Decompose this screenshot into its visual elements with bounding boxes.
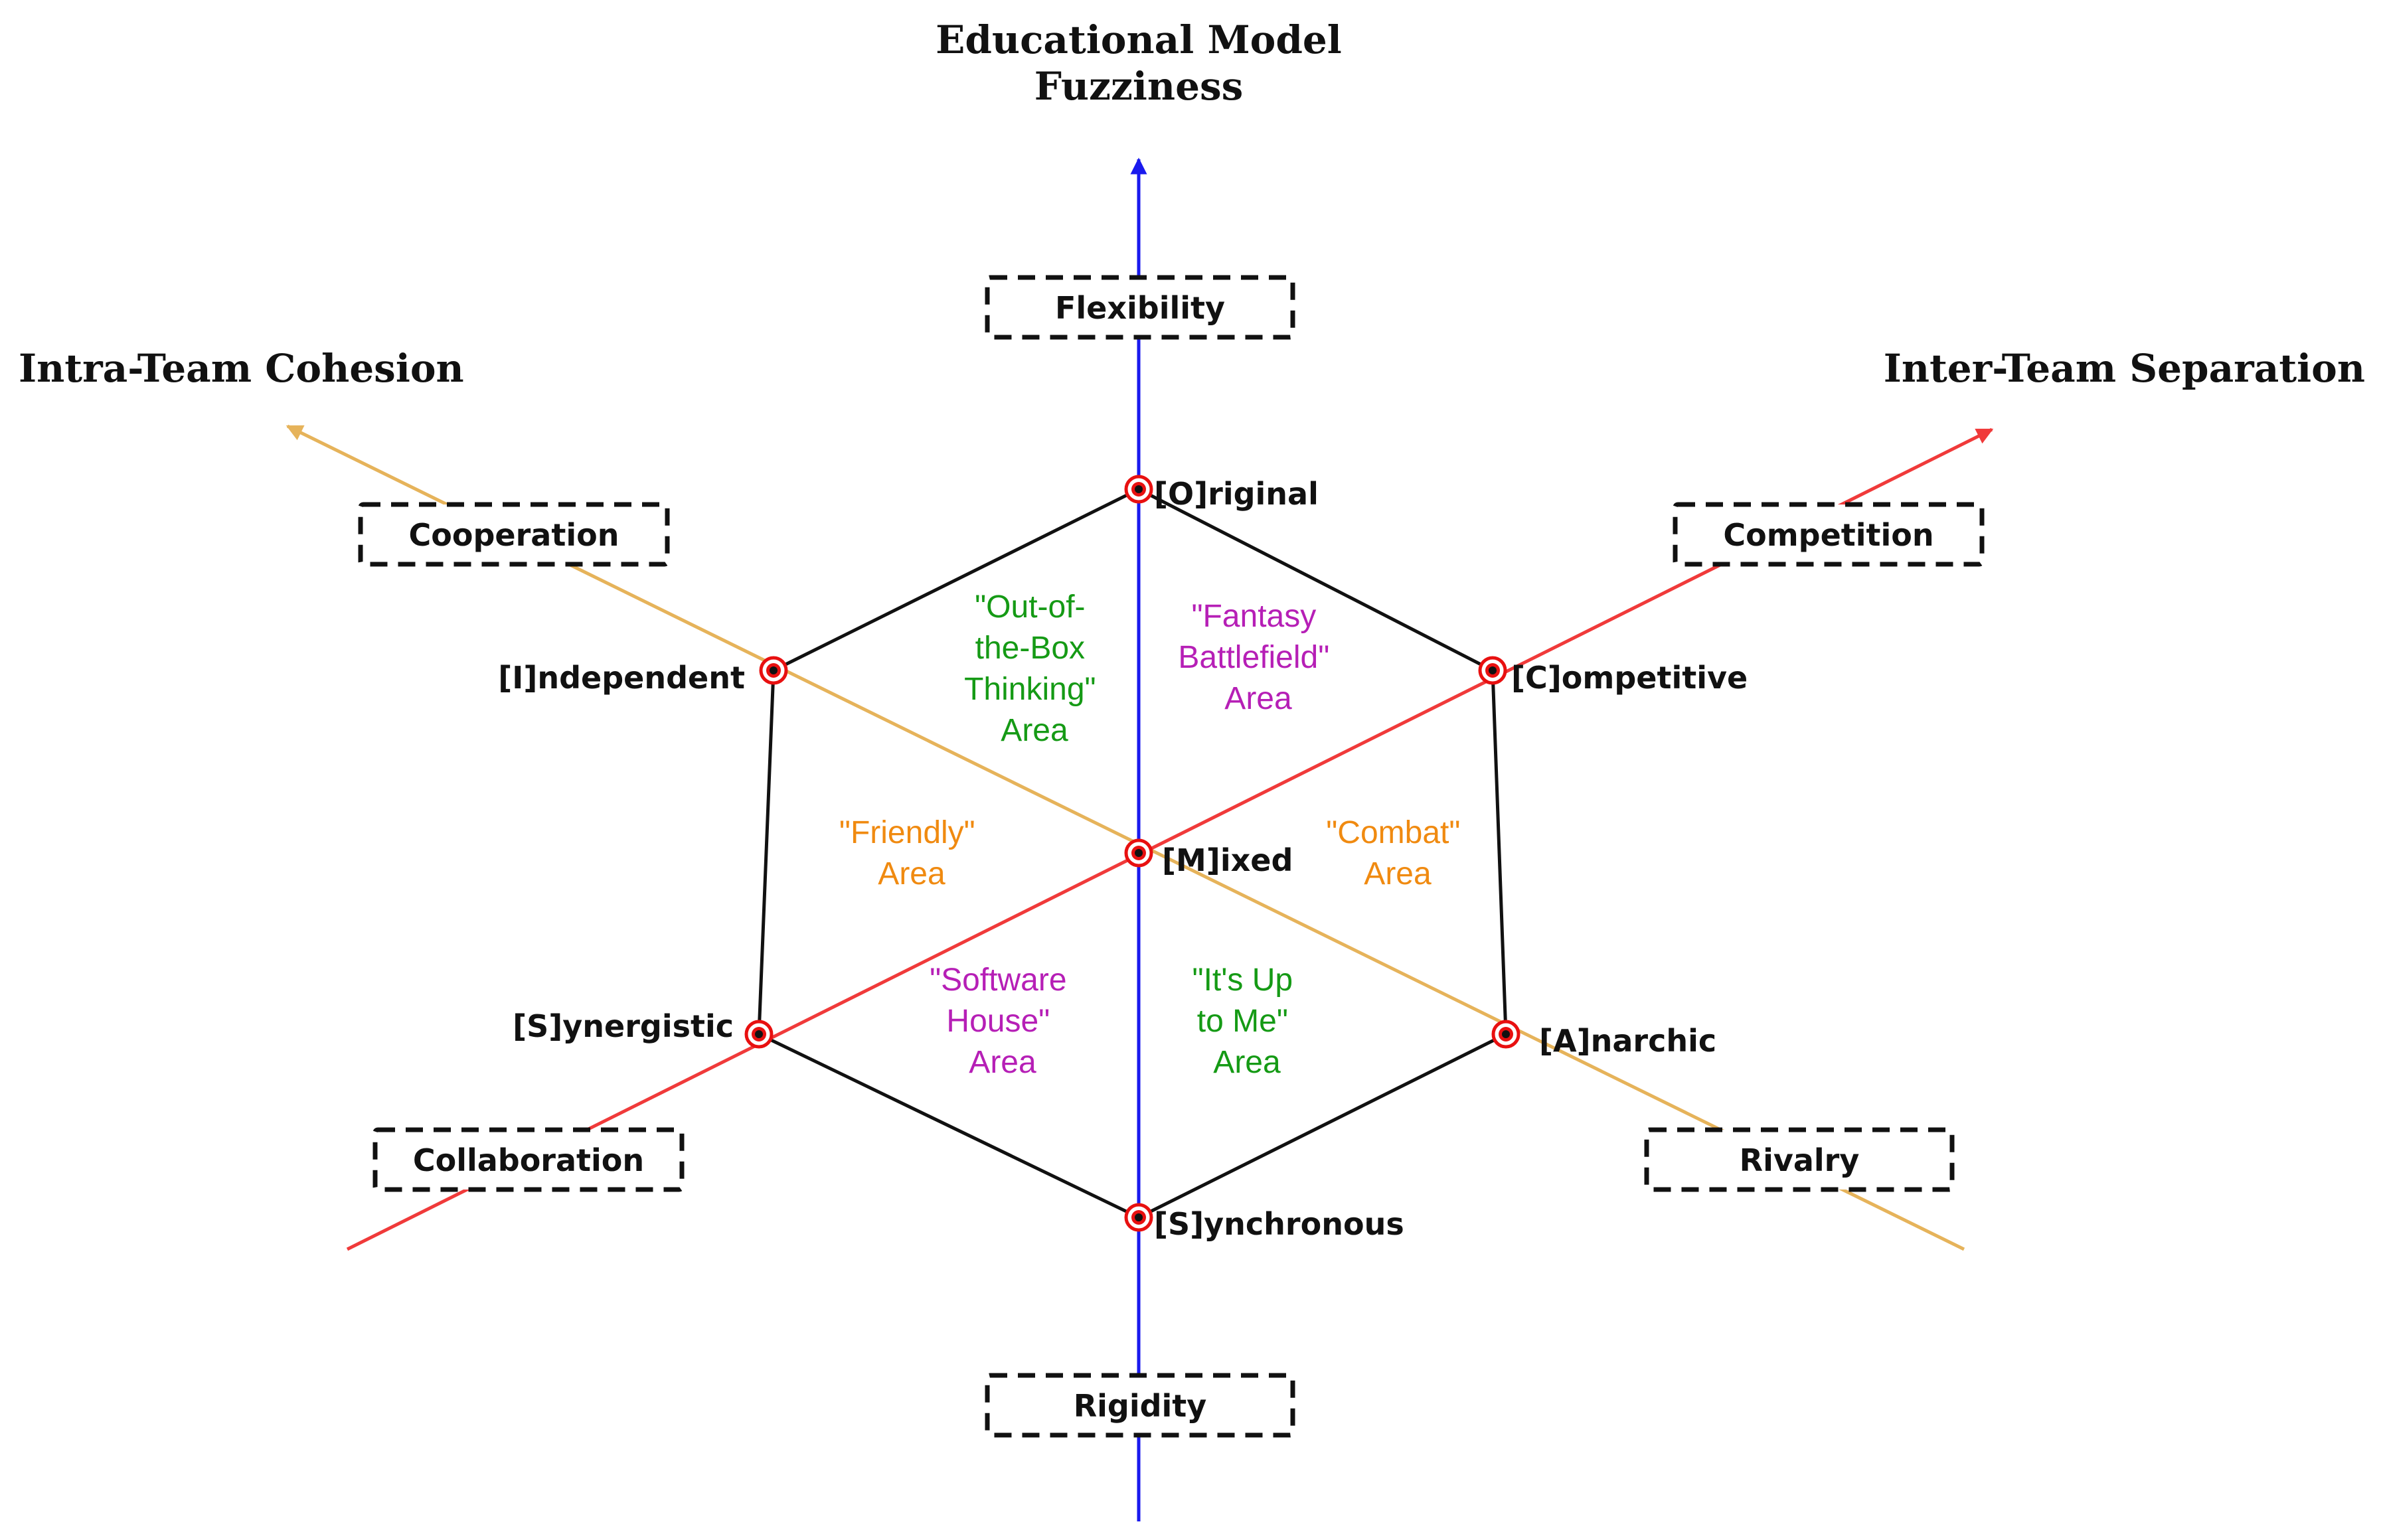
vertex-marker-synergistic (744, 1020, 774, 1049)
area-combat-line: "Combat" (1326, 815, 1460, 850)
area-its-up-to-me-line: "It's Up (1192, 963, 1293, 998)
area-its-up-to-me-line: to Me" (1197, 1004, 1288, 1039)
vertex-marker-mixed (1124, 838, 1153, 868)
area-out-of-the-box-line: the-Box (975, 631, 1085, 666)
area-out-of-the-box: "Out-of- the-Box Thinking" Area (964, 589, 1105, 748)
flexibility-box: Flexibility (985, 275, 1295, 340)
vertical-axis-title-line2: Fuzziness (1034, 64, 1244, 109)
area-out-of-the-box-line: Area (1001, 713, 1068, 748)
vertex-marker-competitive (1478, 656, 1507, 685)
vertical-axis-title-line1: Educational Model (936, 17, 1342, 62)
area-fantasy-battlefield-line: Battlefield" (1178, 640, 1329, 675)
vertex-label-anarchic: [A]narchic (1539, 1023, 1716, 1059)
area-software-house-line: "Software (930, 963, 1066, 998)
rigidity-label: Rigidity (1074, 1388, 1207, 1424)
cooperation-label: Cooperation (409, 517, 619, 553)
rivalry-box: Rivalry (1644, 1127, 1955, 1192)
competition-box: Competition (1673, 502, 1985, 567)
area-out-of-the-box-line: Thinking" (964, 672, 1096, 707)
area-its-up-to-me: "It's Up to Me" Area (1192, 963, 1302, 1080)
area-out-of-the-box-line: "Out-of- (975, 589, 1085, 625)
separation-axis-title: Inter-Team Separation (1884, 346, 2365, 391)
area-software-house: "Software House" Area (930, 963, 1076, 1080)
vertex-label-synergistic: [S]ynergistic (513, 1008, 734, 1044)
vertex-label-competitive: [C]ompetitive (1511, 660, 1748, 696)
area-software-house-line: Area (969, 1045, 1036, 1080)
rigidity-box: Rigidity (985, 1373, 1295, 1438)
area-fantasy-battlefield-line: Area (1224, 681, 1292, 716)
vertex-marker-synchronous (1124, 1203, 1153, 1232)
area-software-house-line: House" (946, 1004, 1050, 1039)
cohesion-axis-title: Intra-Team Cohesion (19, 346, 464, 391)
vertex-label-original: [O]riginal (1154, 476, 1319, 512)
vertex-marker-independent (759, 656, 788, 685)
area-its-up-to-me-line: Area (1213, 1045, 1281, 1080)
competition-label: Competition (1723, 517, 1933, 553)
area-friendly: "Friendly" Area (839, 815, 984, 891)
area-combat: "Combat" Area (1326, 815, 1469, 891)
vertex-label-mixed: [M]ixed (1162, 842, 1293, 878)
collaboration-box: Collaboration (372, 1127, 685, 1192)
collaboration-label: Collaboration (413, 1142, 644, 1178)
vertex-label-synchronous: [S]ynchronous (1154, 1206, 1404, 1242)
vertex-label-independent: [I]ndependent (498, 660, 745, 696)
flexibility-label: Flexibility (1055, 290, 1225, 326)
area-fantasy-battlefield: "Fantasy Battlefield" Area (1178, 599, 1338, 716)
vertex-marker-original (1124, 475, 1153, 504)
area-friendly-line: Area (878, 856, 945, 891)
rivalry-label: Rivalry (1740, 1142, 1860, 1178)
vertex-marker-anarchic (1491, 1020, 1520, 1049)
area-combat-line: Area (1364, 856, 1432, 891)
cooperation-box: Cooperation (358, 502, 670, 567)
area-friendly-line: "Friendly" (839, 815, 975, 850)
area-fantasy-battlefield-line: "Fantasy (1191, 599, 1316, 634)
